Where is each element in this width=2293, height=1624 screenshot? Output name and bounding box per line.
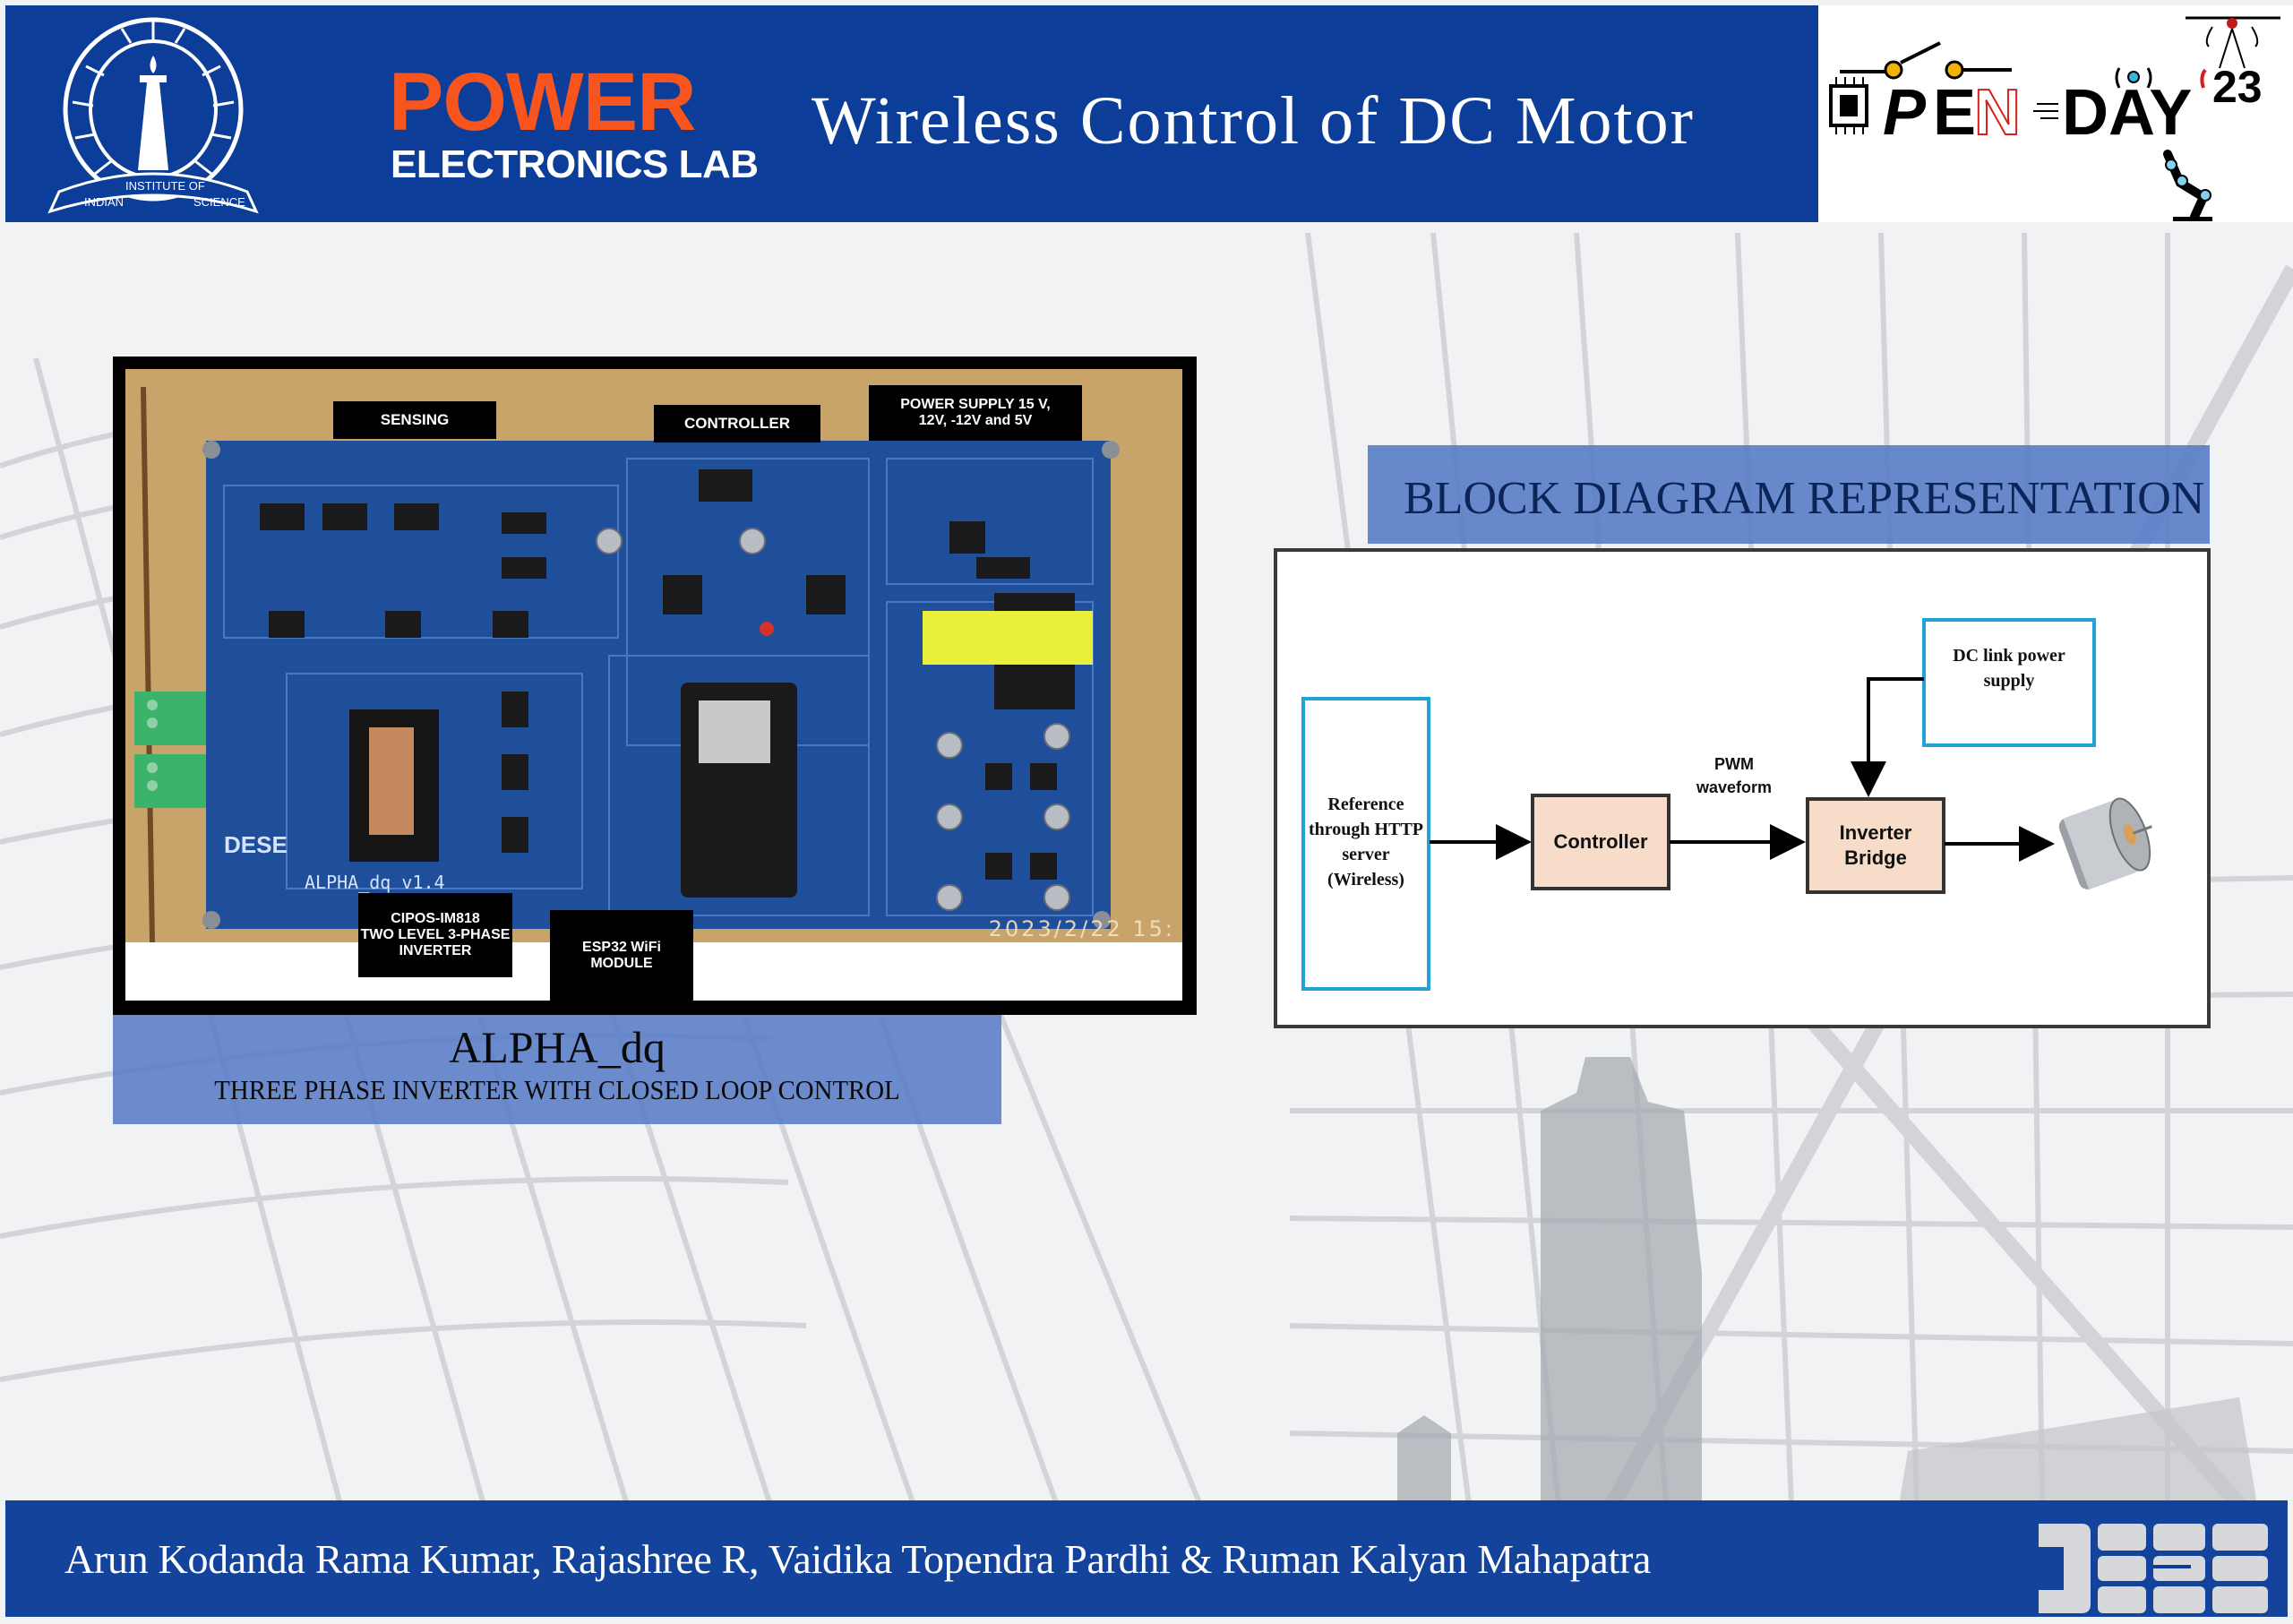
board-caption-title: ALPHA_dq	[449, 1022, 666, 1072]
iisc-emblem-icon: INDIAN INSTITUTE OF SCIENCE	[47, 17, 259, 214]
dc-motor-icon	[2058, 797, 2152, 889]
block-diagram: Reference through HTTP server (Wireless)…	[1274, 548, 2211, 1028]
board-caption-subtitle: THREE PHASE INVERTER WITH CLOSED LOOP CO…	[214, 1074, 900, 1105]
photo-timestamp: 2023/2/22 15:	[988, 916, 1175, 941]
block-reference	[1301, 697, 1430, 991]
callout-power-supply: POWER SUPPLY 15 V, 12V, -12V and 5V	[869, 385, 1082, 441]
lab-name-electronics-lab: ELECTRONICS LAB	[391, 142, 759, 186]
svg-text:INSTITUTE OF: INSTITUTE OF	[125, 179, 205, 193]
block-controller-label: Controller	[1553, 830, 1648, 853]
block-inverter-label: Inverter Bridge	[1839, 821, 1912, 869]
open-day-logo-icon: P E N DAY 23	[1829, 16, 2280, 221]
board-photo: ALPHA_dq v1.4 DESE SENSING CONTROLLER PO…	[125, 369, 1182, 1001]
header-banner: INDIAN INSTITUTE OF SCIENCE POWER ELECTR…	[5, 5, 1818, 222]
block-dc-link-supply	[1922, 618, 2096, 747]
lab-name-power: POWER	[389, 56, 697, 148]
arrow-supply-to-inverter	[1851, 677, 1924, 797]
board-caption: ALPHA_dq THREE PHASE INVERTER WITH CLOSE…	[113, 1015, 1001, 1124]
callout-sensing: SENSING	[333, 401, 496, 439]
callout-inverter: CIPOS-IM818 TWO LEVEL 3-PHASE INVERTER	[358, 893, 512, 977]
svg-text:DAY: DAY	[2062, 77, 2192, 149]
svg-text:DESE: DESE	[224, 831, 288, 858]
svg-text:N: N	[1974, 77, 2021, 149]
author-list: Arun Kodanda Rama Kumar, Rajashree R, Va…	[64, 1536, 1652, 1582]
board-photo-frame: ALPHA_dq v1.4 DESE SENSING CONTROLLER PO…	[113, 357, 1197, 1015]
svg-text:E: E	[1933, 77, 1976, 149]
page-title: Wireless Control of DC Motor	[812, 83, 1695, 159]
block-diagram-heading-text: BLOCK DIAGRAM REPRESENTATION	[1404, 473, 2205, 524]
block-inverter-bridge	[1806, 797, 1945, 894]
callout-esp32-module: ESP32 WiFi MODULE	[550, 910, 693, 1001]
svg-text:SCIENCE: SCIENCE	[193, 195, 245, 209]
pcb-board-illustration: ALPHA_dq v1.4 DESE	[125, 369, 1182, 1001]
block-dc-supply-label: DC link power supply	[1953, 646, 2065, 691]
block-diagram-canvas	[1301, 618, 2152, 991]
callout-controller: CONTROLLER	[654, 405, 820, 443]
silkscreen-board-name: ALPHA_dq v1.4	[305, 872, 445, 893]
footer-banner: Arun Kodanda Rama Kumar, Rajashree R, Va…	[5, 1500, 2288, 1617]
block-controller	[1531, 794, 1670, 890]
svg-text:P: P	[1883, 77, 1927, 149]
svg-text:23: 23	[2212, 62, 2263, 112]
block-reference-label: Reference through HTTP server (Wireless)	[1309, 795, 1423, 889]
open-day-logo: P E N DAY 23	[1818, 5, 2293, 222]
pwm-waveform-label: PWM waveform	[1696, 755, 1773, 796]
svg-text:INDIAN: INDIAN	[84, 195, 124, 209]
block-diagram-heading: BLOCK DIAGRAM REPRESENTATION	[1368, 445, 2210, 544]
dese-logo-icon	[2039, 1524, 2268, 1613]
